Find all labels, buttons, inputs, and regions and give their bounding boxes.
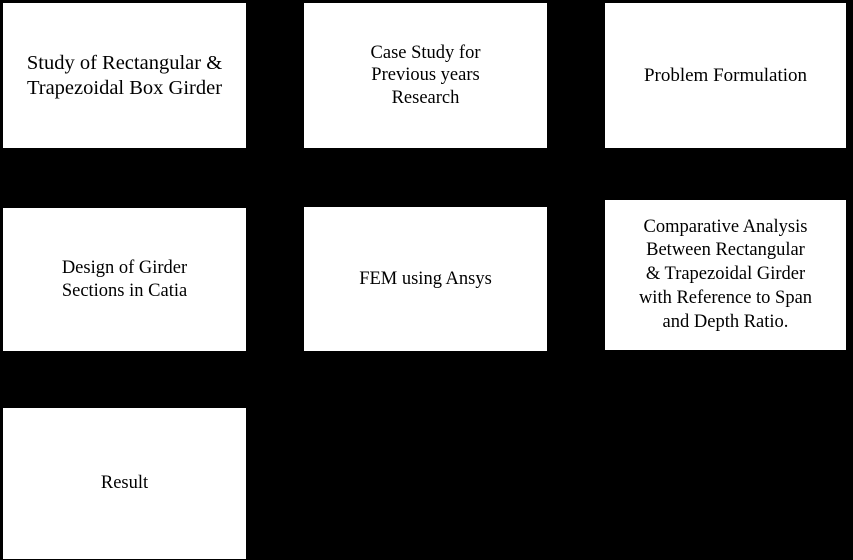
flow-box-label: Comparative Analysis Between Rectangular…	[638, 216, 813, 332]
flow-box-design-catia: Design of Girder Sections in Catia	[2, 207, 247, 352]
flow-box-label: Study of Rectangular & Trapezoidal Box G…	[26, 51, 223, 99]
flow-box-label: Design of Girder Sections in Catia	[61, 257, 188, 301]
flow-box-result: Result	[2, 407, 247, 560]
flow-box-label: Problem Formulation	[643, 64, 808, 86]
flow-box-problem-formulation: Problem Formulation	[604, 2, 847, 149]
flow-box-fem-ansys: FEM using Ansys	[303, 206, 548, 352]
flow-box-label: Case Study for Previous years Research	[370, 42, 481, 108]
flow-box-label: Result	[100, 473, 149, 494]
flow-box-label: FEM using Ansys	[359, 268, 492, 289]
flow-box-case-study: Case Study for Previous years Research	[303, 2, 548, 149]
flow-box-study-rect-trap: Study of Rectangular & Trapezoidal Box G…	[2, 2, 247, 149]
flow-box-comparative-analysis: Comparative Analysis Between Rectangular…	[604, 199, 847, 351]
